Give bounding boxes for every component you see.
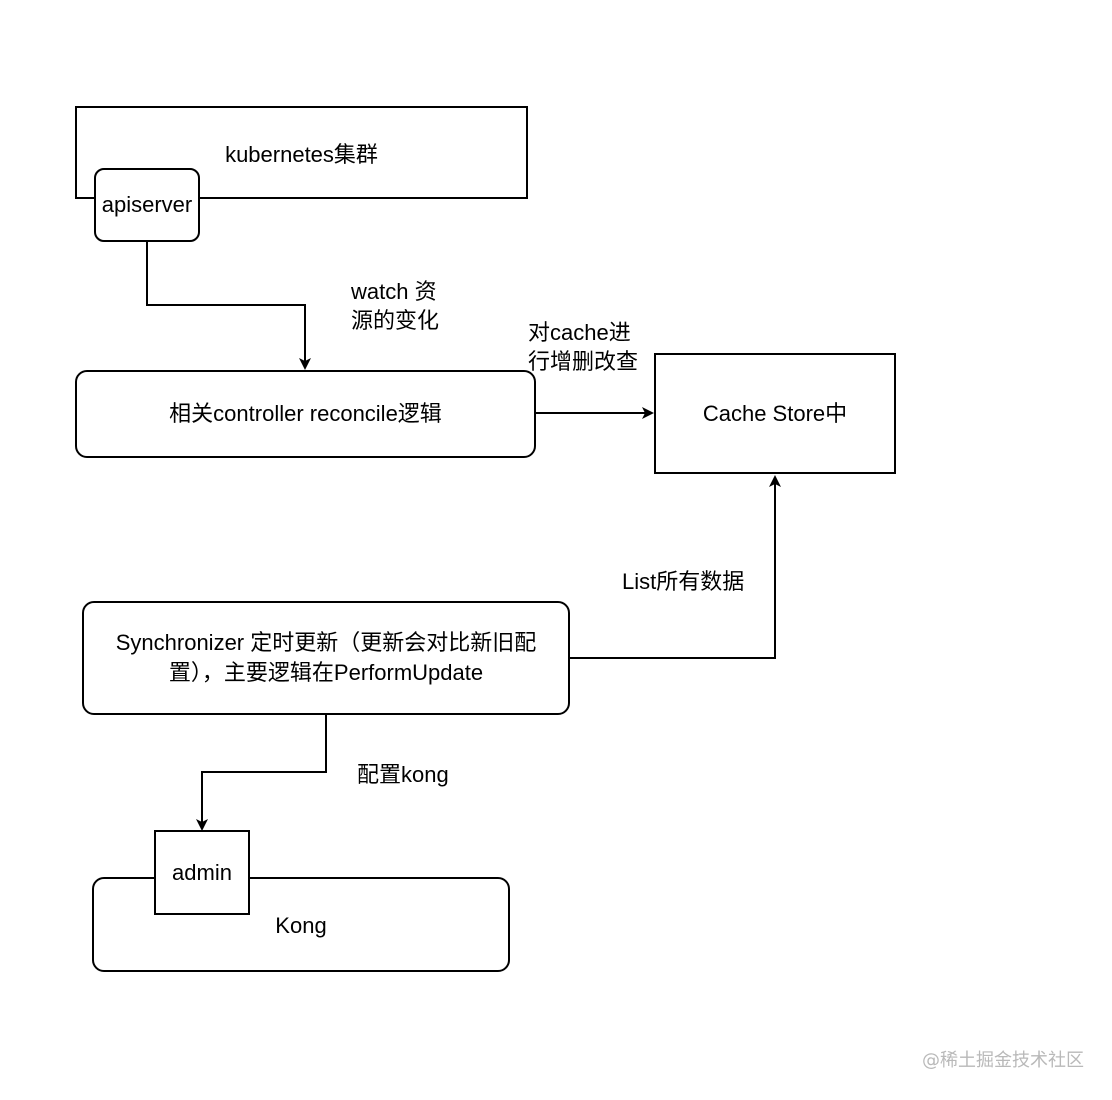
controller-node: 相关controller reconcile逻辑 bbox=[75, 370, 536, 458]
edge-config-arrow bbox=[196, 714, 327, 831]
synchronizer-label: Synchronizer 定时更新（更新会对比新旧配置），主要逻辑在Perfor… bbox=[115, 630, 537, 685]
edge-watch-label: watch 资 源的变化 bbox=[351, 279, 440, 333]
edge-watch-arrow bbox=[146, 241, 311, 370]
edge-crud-label: 对cache进 行增删改查 bbox=[528, 320, 639, 374]
synchronizer-node: Synchronizer 定时更新（更新会对比新旧配置），主要逻辑在Perfor… bbox=[82, 601, 570, 715]
apiserver-label: apiserver bbox=[101, 192, 193, 217]
apiserver-node: apiserver bbox=[94, 168, 200, 242]
edge-config-label: 配置kong bbox=[357, 762, 449, 787]
admin-label: admin bbox=[172, 859, 232, 885]
edge-list-arrow bbox=[569, 475, 781, 659]
controller-label: 相关controller reconcile逻辑 bbox=[169, 401, 442, 426]
admin-node: admin bbox=[154, 830, 250, 915]
kong-label: Kong bbox=[275, 912, 327, 938]
edge-list-label: List所有数据 bbox=[622, 569, 745, 594]
k8s-cluster-node: kubernetes集群 bbox=[75, 106, 528, 199]
cache-store-node: Cache Store中 bbox=[654, 353, 896, 474]
cache-store-label: Cache Store中 bbox=[702, 400, 848, 426]
watermark-text: @稀土掘金技术社区 bbox=[922, 1050, 1084, 1071]
k8s-cluster-label: kubernetes集群 bbox=[225, 142, 378, 167]
